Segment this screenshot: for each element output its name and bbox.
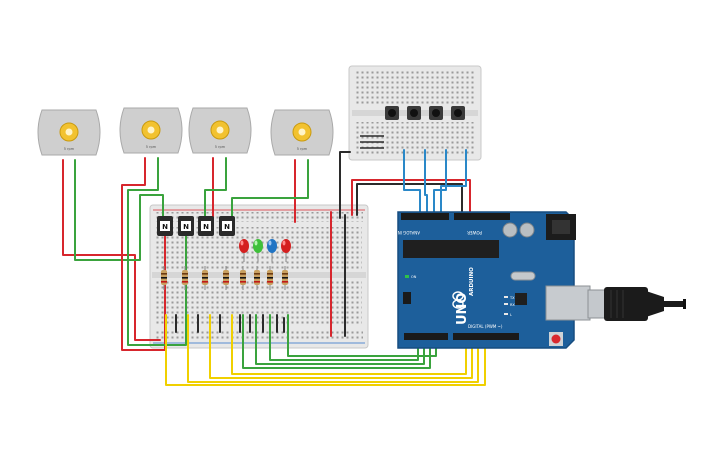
dc-motor-1[interactable]: 5 rpm (37, 109, 101, 156)
wire-black (339, 151, 351, 219)
capacitor (519, 222, 535, 238)
capacitor (502, 222, 518, 238)
tx-label: TX (509, 296, 515, 300)
wire-yellow (187, 314, 479, 383)
wire-blue (403, 149, 421, 216)
wires (62, 149, 486, 386)
wire-green (269, 314, 419, 361)
push-button-2[interactable] (407, 106, 421, 120)
wire-green (204, 157, 227, 229)
microcontroller-chip (403, 240, 499, 258)
transistor-3[interactable]: N (198, 216, 214, 236)
icsp-header (403, 292, 411, 304)
resistor[interactable] (240, 266, 246, 290)
l-led (504, 313, 508, 315)
analog-header-label: ANALOG IN (398, 230, 420, 235)
arduino-logo-icon (452, 291, 464, 309)
resistor[interactable] (161, 266, 167, 290)
resistor[interactable] (254, 266, 260, 290)
transistor-label: N (183, 223, 189, 231)
main-breadboard[interactable] (149, 204, 369, 349)
rx-led (504, 303, 508, 305)
dc-motor-3[interactable]: 5 rpm (188, 107, 252, 154)
digital-header-label: DIGITAL (PWM ~) (468, 324, 503, 329)
wire-green (255, 314, 425, 365)
power-header-label: POWER (467, 230, 482, 235)
transistor-label: N (224, 223, 230, 231)
wire-red (62, 159, 161, 341)
usb-cable (587, 287, 686, 321)
push-button-4[interactable] (451, 106, 465, 120)
l-label: L (510, 313, 512, 317)
motor-label: 5 rpm (64, 147, 75, 151)
led-blue[interactable] (267, 239, 277, 262)
transistor-4[interactable]: N (219, 216, 235, 236)
wire-red (351, 179, 471, 216)
wire-yellow (165, 314, 486, 386)
wire-blue (440, 149, 467, 216)
push-button-3[interactable] (429, 106, 443, 120)
resistor[interactable] (282, 266, 288, 290)
dc-motor-4[interactable]: 5 rpm (270, 109, 334, 156)
wire-yellow (231, 314, 467, 375)
tx-led (504, 296, 508, 298)
wire-green (127, 157, 187, 346)
resistor[interactable] (182, 266, 188, 290)
resistor[interactable] (223, 266, 229, 290)
motor-label: 5 rpm (297, 147, 308, 151)
crystal-oscillator (510, 271, 536, 281)
rx-label: RX (510, 303, 515, 307)
wire-green (242, 314, 431, 369)
dc-motor-2[interactable]: 5 rpm (119, 107, 183, 154)
usb-chip (515, 293, 527, 305)
transistor-2[interactable]: N (178, 216, 194, 236)
led-green[interactable] (253, 239, 263, 262)
usb-port[interactable] (545, 285, 591, 321)
transistor-label: N (203, 223, 209, 231)
wire-yellow (209, 314, 473, 379)
reset-button[interactable] (549, 332, 563, 346)
arduino-brand: ARDUINO (469, 267, 475, 296)
push-button-1[interactable] (385, 106, 399, 120)
wire-green (74, 159, 164, 261)
resistors (161, 266, 288, 290)
resistor[interactable] (267, 266, 273, 290)
transistor-1[interactable]: N (157, 216, 173, 236)
wire-green (231, 159, 309, 229)
arduino-uno-board[interactable]: ANALOG IN POWER DIGITAL (PWM ~) ARDUINO … (397, 211, 591, 349)
on-label: ON (411, 275, 417, 279)
led-red[interactable] (239, 239, 249, 262)
motor-label: 5 rpm (215, 145, 226, 149)
wire-black (356, 183, 463, 216)
resistor[interactable] (202, 266, 208, 290)
transistor-label: N (162, 223, 168, 231)
on-led (405, 275, 409, 278)
motor-label: 5 rpm (146, 145, 157, 149)
led-red[interactable] (281, 239, 291, 262)
wire-blue (424, 149, 428, 216)
